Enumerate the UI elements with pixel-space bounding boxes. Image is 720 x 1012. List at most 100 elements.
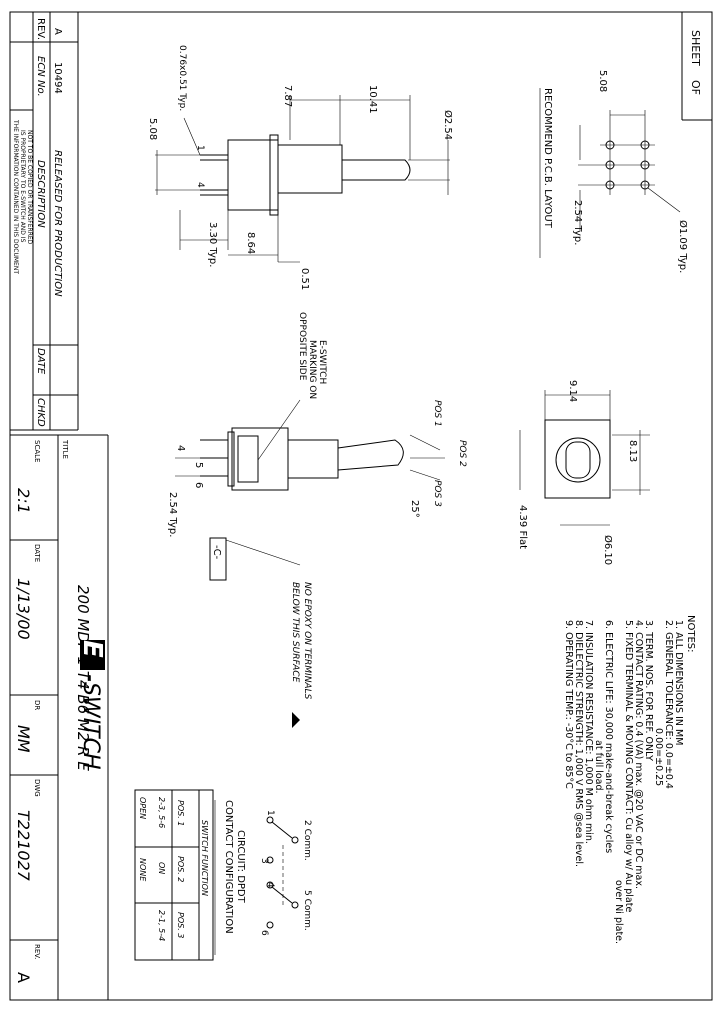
header-pos3: POS. 3	[176, 912, 185, 938]
switch-function: SWITCH FUNCTION	[200, 820, 209, 896]
pin-4-side: 4	[195, 182, 205, 188]
pos-1: POS 1	[432, 400, 442, 427]
p4-label: 4	[265, 882, 275, 888]
top-dim-439: 4.39 Flat	[517, 505, 528, 549]
sheet-of-label: OF	[689, 80, 702, 95]
pcb-dim-hole: Ø1.09 Typ.	[677, 220, 689, 273]
revision-table: REV. ECN No. DESCRIPTION DATE CHKD A 104…	[10, 12, 79, 431]
dim-051: 0.51	[299, 268, 310, 290]
notes-header: NOTES:	[685, 615, 696, 653]
rev-header: REV.	[35, 18, 46, 40]
notice-line-2: IS PROPRIETARY TO E-SWITCH AND IS	[19, 130, 26, 243]
datum: -C-	[211, 545, 222, 560]
top-dim-813: 8.13	[627, 440, 638, 462]
brand-logo: E -SWITCH	[77, 640, 107, 770]
notice-line-3: NOT TO BE COPIED OR TRANSFERRED	[26, 130, 33, 245]
switch-body-front	[231, 427, 289, 491]
dim-508-side: 5.08	[147, 118, 158, 140]
angle: 25°	[409, 500, 420, 518]
cell-r1c2: ON	[157, 862, 166, 874]
note-4: 4. CONTACT RATING: 0.4 (VA) max. @20 VAC…	[633, 620, 644, 889]
cell-r2c1: OPEN	[138, 797, 147, 819]
date-header: DATE	[35, 348, 46, 375]
front-view: 4 5 6 2.54 Typ. E-SWITCH MARKING ON OPPO…	[167, 312, 467, 728]
dim-787: 7.87	[282, 85, 293, 107]
pos-3: POS 3	[432, 480, 442, 507]
front-dim-254: 2.54 Typ.	[167, 492, 178, 537]
contact-config: CONTACT CONFIGURATION	[223, 800, 234, 934]
sheet-box: SHEET OF	[681, 12, 712, 121]
pcb-dim-2-54: 2.54 Typ.	[572, 200, 583, 245]
epoxy-line-2: BELOW THIS SURFACE	[290, 582, 300, 683]
desc-header: DESCRIPTION	[35, 160, 46, 228]
c2-label: 2 Comm.	[302, 820, 312, 861]
rev-value: A	[52, 28, 63, 35]
pos-2: POS 2	[457, 440, 467, 467]
pcb-title: RECOMMEND P.C.B. LAYOUT	[542, 88, 553, 229]
config-table	[134, 789, 214, 961]
marking-line-2: MARKING ON	[307, 340, 317, 399]
p3-label: 3	[259, 858, 269, 864]
note-5b: over Ni plate.	[613, 880, 624, 944]
marking-line-3: OPPOSITE SIDE	[297, 312, 307, 381]
dim-1041: 10.41	[367, 85, 378, 114]
note-2b: 0.00=±0.25	[653, 728, 664, 786]
header-pos1: POS. 1	[176, 800, 185, 826]
front-dim-6: 6	[193, 482, 204, 488]
top-dim-dia-610: Ø6.10	[602, 535, 614, 565]
scale-value: 2:1	[14, 488, 33, 514]
date-value: 1/13/00	[14, 578, 33, 640]
note-7: 7. INSULATION RESISTANCE: 1,000 M ohm mi…	[583, 620, 594, 844]
marking-line-1: E-SWITCH	[317, 340, 327, 384]
note-1: 1. ALL DIMENSIONS IN MM	[673, 620, 684, 745]
bushing-front	[287, 439, 339, 479]
ecn-header: ECN No.	[35, 56, 46, 97]
pcb-layout: RECOMMEND P.C.B. LAYOUT 5.08 2.54 Typ. Ø…	[539, 70, 689, 273]
c5-label: 5 Comm.	[302, 890, 312, 931]
dim-076: 0.76x0.51 Typ.	[177, 45, 187, 111]
sheet-label: SHEET	[689, 30, 702, 66]
top-dim-914: 9.14	[567, 380, 578, 402]
chkd-header: CHKD	[35, 398, 46, 427]
bushing-side	[277, 144, 343, 194]
dwg-label: DWG	[33, 779, 41, 797]
note-3: 3. TERM. NOS. FOR REF. ONLY	[643, 620, 654, 761]
note-9: 9. OPERATING TEMP.: -30°C to 85°C	[563, 620, 574, 789]
side-view: 1 4 0.76x0.51 Typ. 7.87 10.41 Ø2.54 5.08…	[147, 45, 454, 290]
notice-line-1: THE INFORMATION CONTAINED IN THIS DOCUME…	[12, 119, 19, 274]
rev-block-value: A	[14, 972, 33, 983]
front-dim-4: 4	[175, 445, 186, 451]
scale-label: SCALE	[33, 440, 41, 462]
circuit-title: CIRCUIT: DPDT	[235, 830, 246, 904]
title-block: TITLE 200 MDP-1 T4 B6 M2 R E E -SWITCH S…	[10, 434, 109, 1000]
lever-front	[337, 439, 404, 471]
p1-label: 1	[265, 810, 275, 816]
brand-text: -SWITCH	[78, 674, 103, 770]
note-6b: at full load.	[593, 740, 604, 794]
note-6: 6. ELECTRIC LIFE: 30,000 make-and-break …	[603, 620, 614, 853]
desc-value: RELEASED FOR PRODUCTION	[52, 150, 63, 297]
date-label: DATE	[33, 544, 41, 562]
dr-label: DR	[33, 700, 41, 710]
rev-block-label: REV.	[33, 944, 41, 959]
note-8: 8. DIELECTRIC STRENGTH: 1,000 V RMS @sea…	[573, 620, 584, 867]
epoxy-line-1: NO EPOXY ON TERMINALS	[302, 582, 312, 700]
pcb-holes	[600, 135, 655, 195]
header-pos2: POS. 2	[176, 856, 185, 882]
dim-dia-254: Ø2.54	[442, 110, 454, 140]
title-label: TITLE	[61, 439, 69, 459]
switch-body-top	[544, 419, 611, 499]
dr-value: MM	[14, 725, 33, 753]
dim-864: 8.64	[245, 232, 256, 254]
svg-text:E: E	[77, 640, 107, 658]
cell-r2c2: NONE	[138, 858, 147, 882]
dim-330: 3.30 Typ.	[207, 222, 218, 267]
dwg-value: T221027	[14, 810, 33, 882]
front-dim-5: 5	[193, 462, 204, 468]
cell-r1c1: 2-3, 5-6	[157, 797, 166, 828]
notes: NOTES: 1. ALL DIMENSIONS IN MM 2. GENERA…	[563, 615, 696, 944]
top-view: 9.14 8.13 4.39 Flat Ø6.10	[517, 380, 650, 565]
circuit: CIRCUIT: DPDT CONTACT CONFIGURATION 2 Co…	[134, 789, 312, 961]
cell-r1c3: 2-1, 5-4	[157, 910, 166, 941]
